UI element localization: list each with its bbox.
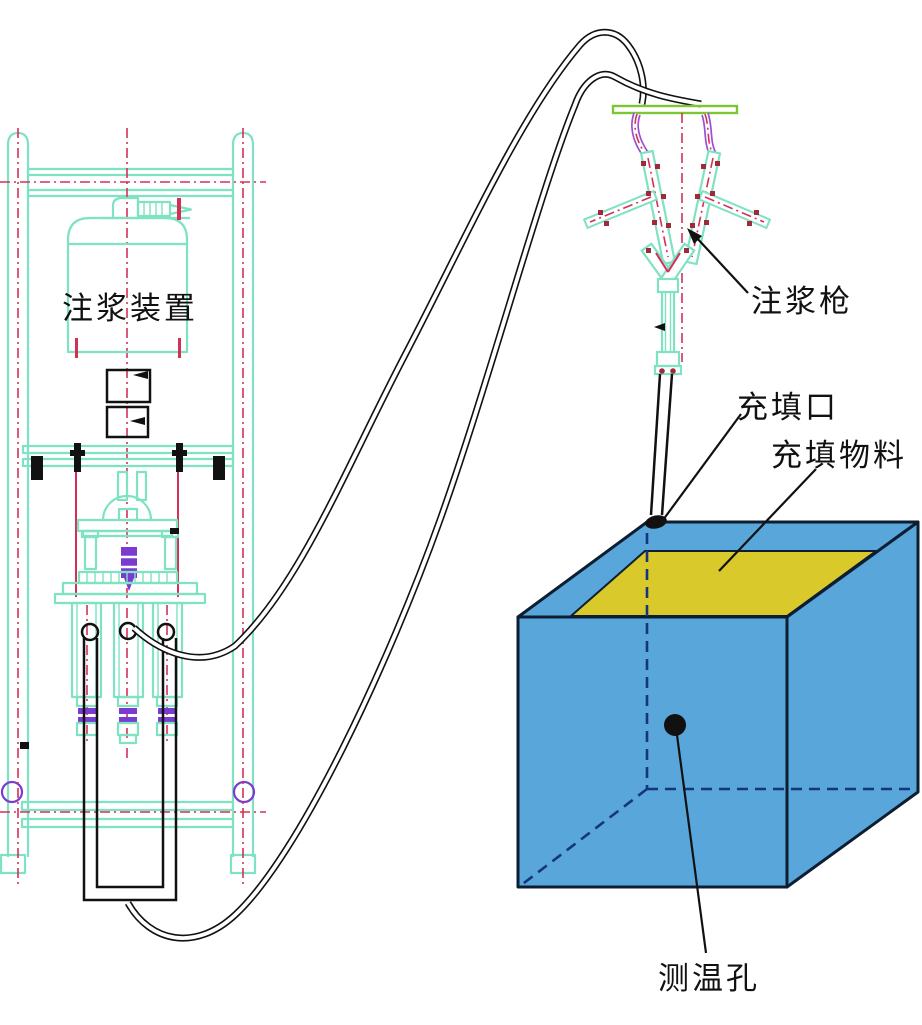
box-front-face: [516, 615, 789, 889]
pump-mechanism: [53, 470, 207, 605]
control-boxes: [105, 368, 152, 439]
grout-tank: [66, 196, 193, 358]
gun-mount-bar: [611, 104, 739, 115]
cylinder-fittings: [75, 695, 179, 745]
grouting-device-drawing: [0, 128, 266, 902]
machine-frame: [0, 128, 266, 885]
box-right-face: [785, 520, 920, 889]
hose-lower: [124, 70, 702, 942]
label-grouting-gun: 注浆枪: [751, 284, 853, 319]
leader-temperature-hole: [675, 734, 708, 954]
grouting-gun-drawing: [582, 104, 772, 529]
leader-filling-material: [718, 468, 817, 572]
leader-arrowhead: [687, 228, 702, 244]
leader-grouting-gun: [694, 235, 749, 294]
annotations: 注浆装置 注浆枪 充填口 充填物料 测温孔: [62, 228, 907, 996]
label-filling-port: 充填口: [737, 390, 839, 425]
label-filling-material: 充填物料: [771, 438, 907, 473]
temperature-hole-dot: [664, 714, 686, 736]
gun-bolts: [598, 161, 759, 253]
label-temperature-hole: 测温孔: [658, 961, 760, 996]
label-grouting-device: 注浆装置: [62, 291, 198, 326]
u-tube: [80, 621, 178, 902]
hoses: [124, 28, 702, 942]
pump-cylinders: [70, 601, 184, 745]
hose-upper: [131, 28, 647, 661]
leader-filling-port: [662, 413, 742, 521]
flow-arrow: [654, 323, 665, 331]
hidden-edge-diagonal: [519, 787, 648, 888]
filling-box: [516, 520, 920, 889]
filling-material-surface: [568, 550, 880, 617]
filling-port-dot: [645, 515, 667, 529]
